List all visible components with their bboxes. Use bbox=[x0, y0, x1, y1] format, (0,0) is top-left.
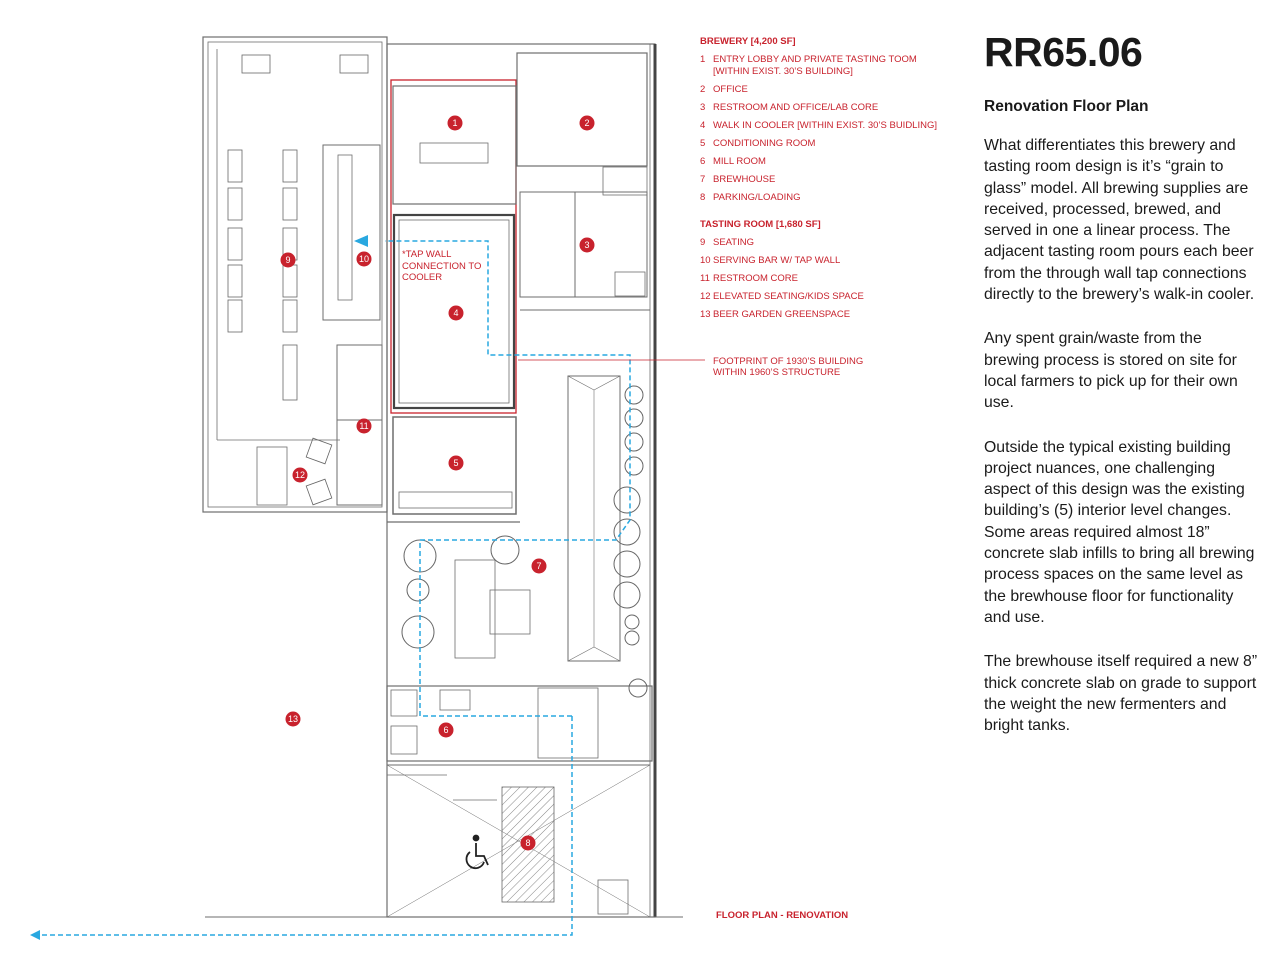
description-panel: RR65.06 Renovation Floor Plan What diffe… bbox=[984, 30, 1260, 736]
legend-item: 5 CONDITIONING ROOM bbox=[700, 138, 950, 150]
seating-tables bbox=[227, 54, 369, 506]
legend-item: 9 SEATING bbox=[700, 237, 950, 249]
room-marker-label: 5 bbox=[453, 458, 458, 468]
legend-item-number: 6 bbox=[700, 156, 706, 167]
legend-item-number: 1 bbox=[700, 54, 706, 65]
room-marker-label: 9 bbox=[285, 255, 290, 265]
legend-item: 3 RESTROOM AND OFFICE/LAB CORE bbox=[700, 102, 950, 114]
legend-item-number: 8 bbox=[700, 192, 706, 203]
legend-item-label: BEER GARDEN GREENSPACE bbox=[713, 309, 851, 320]
room-marker-8: 8 bbox=[520, 835, 536, 851]
legend-item-number: 2 bbox=[700, 84, 706, 95]
legend-item-number: 7 bbox=[700, 174, 706, 185]
tap-wall-note: *TAP WALL CONNECTION TO COOLER bbox=[402, 249, 482, 283]
paragraph-4: The brewhouse itself required a new 8” t… bbox=[984, 653, 1258, 735]
legend-item-number: 5 bbox=[700, 138, 706, 149]
room-marker-label: 10 bbox=[359, 254, 369, 264]
legend-item-label: MILL ROOM bbox=[713, 156, 766, 167]
process-path bbox=[40, 240, 631, 936]
room-marker-label: 13 bbox=[288, 714, 298, 724]
paragraph-1: What differentiates this brewery and tas… bbox=[984, 137, 1255, 304]
legend-item-number: 4 bbox=[700, 120, 706, 131]
room-marker-11: 11 bbox=[356, 418, 372, 434]
legend-item: 4 WALK IN COOLER [WITHIN EXIST. 30’S BUID… bbox=[700, 120, 950, 132]
accessible-parking-icon bbox=[465, 834, 489, 870]
legend-item-label: RESTROOM AND OFFICE/LAB CORE bbox=[713, 102, 879, 113]
legend-item-label: SEATING bbox=[713, 237, 754, 248]
legend-item-number: 3 bbox=[700, 102, 706, 113]
brewery-list: 1 ENTRY LOBBY AND PRIVATE TASTING TOOM [W… bbox=[700, 54, 950, 204]
sheet-subtitle: Renovation Floor Plan bbox=[984, 98, 1149, 115]
brewing-tanks bbox=[401, 385, 648, 698]
footprint-callout: FOOTPRINT OF 1930’S BUILDING WITHIN 1960… bbox=[713, 356, 864, 378]
legend-item: 8 PARKING/LOADING bbox=[700, 192, 950, 204]
process-arrow-end bbox=[30, 930, 40, 940]
legend-item-number: 10 bbox=[700, 255, 711, 266]
legend-item-label: CONDITIONING ROOM bbox=[713, 138, 816, 149]
room-marker-label: 3 bbox=[584, 240, 589, 250]
legend-item-number: 12 bbox=[700, 291, 711, 302]
paragraph-2: Any spent grain/waste from the brewing p… bbox=[984, 330, 1238, 412]
room-marker-1: 1 bbox=[447, 115, 463, 131]
room-marker-7: 7 bbox=[531, 558, 547, 574]
legend-item-number: 13 bbox=[700, 309, 711, 320]
legend-item-label: ENTRY LOBBY AND PRIVATE TASTING TOOM [WI… bbox=[713, 54, 917, 77]
room-marker-label: 8 bbox=[525, 838, 530, 848]
brewery-heading: BREWERY [4,200 SF] bbox=[700, 36, 796, 47]
tasting-heading: TASTING ROOM [1,680 SF] bbox=[700, 219, 821, 230]
legend-item-number: 11 bbox=[700, 273, 710, 284]
legend-item: 1 ENTRY LOBBY AND PRIVATE TASTING TOOM [W… bbox=[700, 54, 950, 78]
legend-item-label: ELEVATED SEATING/KIDS SPACE bbox=[713, 291, 864, 302]
plan-title: FLOOR PLAN - RENOVATION bbox=[716, 910, 849, 921]
sheet-code: RR65.06 bbox=[984, 29, 1143, 75]
legend-item: 7 BREWHOUSE bbox=[700, 174, 950, 186]
room-marker-label: 11 bbox=[359, 421, 368, 431]
legend-item-label: PARKING/LOADING bbox=[713, 192, 801, 203]
building-walls bbox=[202, 36, 683, 918]
legend-item-label: OFFICE bbox=[713, 84, 748, 95]
room-marker-6: 6 bbox=[438, 722, 454, 738]
legend-item-label: BREWHOUSE bbox=[713, 174, 776, 185]
room-marker-10: 10 bbox=[356, 251, 372, 267]
room-marker-4: 4 bbox=[448, 305, 464, 321]
room-marker-12: 12 bbox=[292, 467, 308, 483]
room-marker-9: 9 bbox=[280, 252, 296, 268]
legend-item-label: WALK IN COOLER [WITHIN EXIST. 30’S BUIDL… bbox=[713, 120, 937, 131]
room-marker-label: 12 bbox=[295, 470, 305, 480]
legend-item-label: RESTROOM CORE bbox=[713, 273, 798, 284]
room-marker-13: 13 bbox=[285, 711, 301, 727]
room-marker-label: 1 bbox=[452, 118, 457, 128]
room-marker-label: 2 bbox=[584, 118, 589, 128]
room-marker-label: 6 bbox=[443, 725, 448, 735]
legend-item: 2 OFFICE bbox=[700, 84, 950, 96]
legend-item-number: 9 bbox=[700, 237, 706, 248]
room-legend: BREWERY [4,200 SF] 1 ENTRY LOBBY AND PRIV… bbox=[700, 36, 950, 327]
tap-wall-arrow bbox=[354, 235, 368, 247]
room-marker-2: 2 bbox=[579, 115, 595, 131]
legend-item: 6 MILL ROOM bbox=[700, 156, 950, 168]
legend-item-label: SERVING BAR W/ TAP WALL bbox=[713, 255, 841, 266]
room-marker-5: 5 bbox=[448, 455, 464, 471]
paragraph-3: Outside the typical existing building pr… bbox=[984, 438, 1255, 626]
room-marker-label: 4 bbox=[453, 308, 458, 318]
room-marker-label: 7 bbox=[536, 561, 541, 571]
room-marker-3: 3 bbox=[579, 237, 595, 253]
